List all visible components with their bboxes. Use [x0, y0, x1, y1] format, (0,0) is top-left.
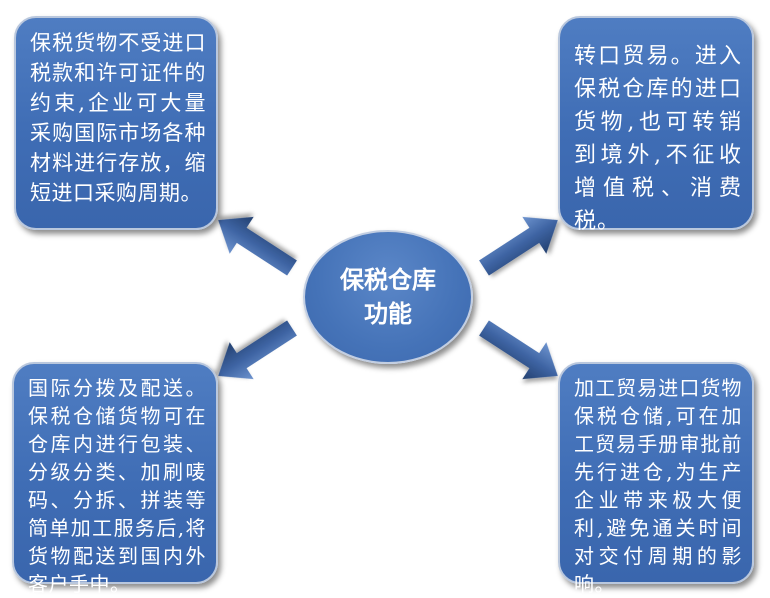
- benefit-text-bottom-right: 加工贸易进口货物保税仓储,可在加工贸易手册审批前先行进仓,为生产企业带来极大便利…: [574, 376, 742, 596]
- arrow-to-top-right: [479, 216, 558, 276]
- benefit-text-top-right: 转口贸易。进入保税仓库的进口货物,也可转销到境外,不征收增值税、消费税。: [574, 44, 742, 234]
- benefit-text-top-left: 保税货物不受进口税款和许可证件的约束,企业可大量采购国际市场各种材料进行存放，缩…: [30, 31, 206, 205]
- center-topic-title: 保税仓库 功能: [323, 263, 453, 331]
- benefit-text-bottom-left: 国际分拨及配送。保税仓储货物可在仓库内进行包装、分级分类、加刷唛码、分拆、拼装等…: [28, 376, 206, 596]
- benefit-box-bottom-right: 加工贸易进口货物保税仓储,可在加工贸易手册审批前先行进仓,为生产企业带来极大便利…: [558, 362, 754, 596]
- center-title-line1: 保税仓库: [340, 265, 436, 294]
- center-topic-ellipse: 保税仓库 功能: [303, 230, 473, 364]
- center-title-line2: 功能: [364, 299, 412, 328]
- arrow-to-bottom-right: [479, 320, 558, 380]
- arrow-to-top-left: [218, 216, 297, 276]
- benefit-box-bottom-left: 国际分拨及配送。保税仓储货物可在仓库内进行包装、分级分类、加刷唛码、分拆、拼装等…: [12, 362, 218, 596]
- arrow-to-bottom-left: [218, 320, 297, 380]
- benefit-box-top-left: 保税货物不受进口税款和许可证件的约束,企业可大量采购国际市场各种材料进行存放，缩…: [14, 16, 218, 230]
- benefit-box-top-right: 转口贸易。进入保税仓库的进口货物,也可转销到境外,不征收增值税、消费税。: [558, 16, 754, 234]
